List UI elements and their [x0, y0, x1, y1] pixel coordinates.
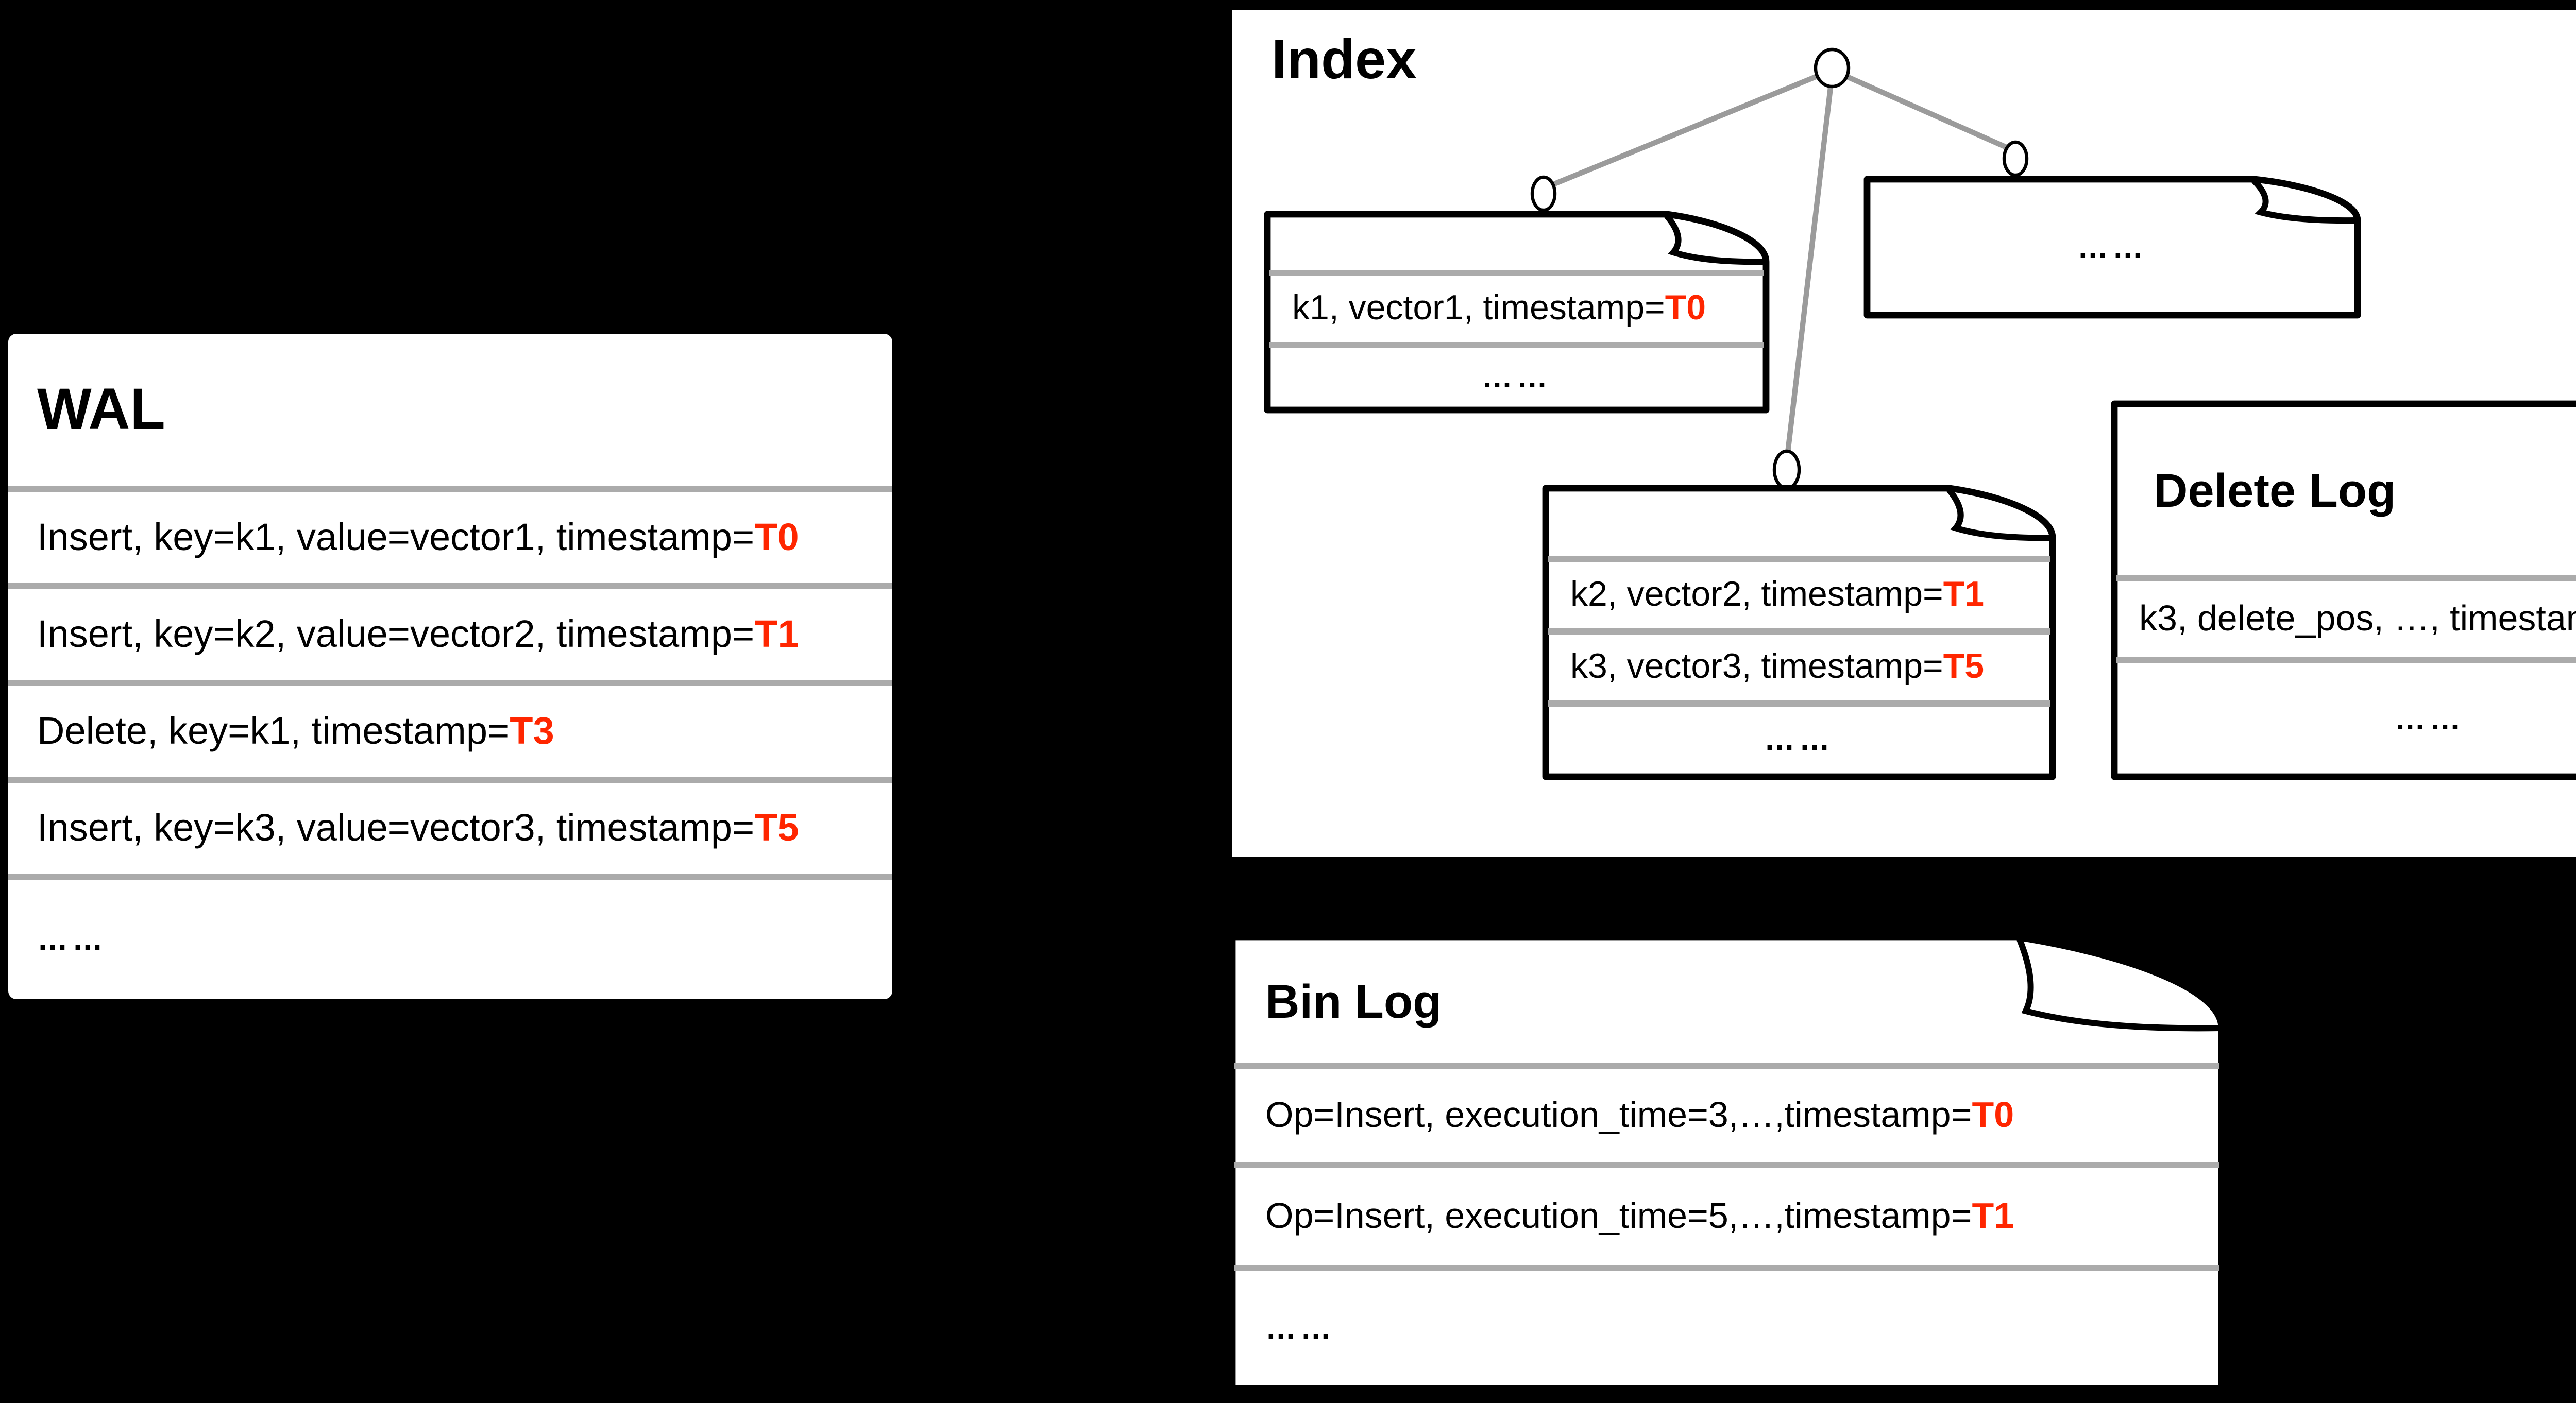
- segment-row: k3, vector3, timestamp=T5: [1548, 635, 2050, 700]
- segment-ellipsis-row: ……: [1482, 361, 1552, 396]
- wal-row: Insert, key=k2, value=vector2, timestamp…: [8, 589, 892, 680]
- wal-ellipsis-row: ……: [37, 922, 107, 957]
- wal-box: WAL Insert, key=k1, value=vector1, times…: [8, 334, 892, 999]
- row-timestamp: T5: [1943, 647, 1985, 686]
- row-timestamp: T0: [1665, 288, 1706, 328]
- folded-corner: [2016, 936, 2223, 1032]
- row-text: Insert, key=k2, value=vector2, timestamp…: [37, 612, 755, 655]
- row-timestamp: T0: [1972, 1094, 2014, 1135]
- folded-corner: [2251, 178, 2359, 224]
- row-divider: [8, 874, 892, 880]
- wal-row: Insert, key=k1, value=vector1, timestamp…: [8, 492, 892, 583]
- row-text: Insert, key=k1, value=vector1, timestamp…: [37, 515, 755, 558]
- row-divider: [8, 777, 892, 783]
- row-timestamp: T1: [1972, 1195, 2014, 1236]
- folded-corner: [1664, 213, 1767, 265]
- row-divider: [1234, 1162, 2219, 1168]
- card-outline: [1863, 176, 2361, 319]
- card-outline: [1264, 211, 1770, 414]
- index-segment-card-other: ……: [1863, 175, 2362, 319]
- row-timestamp: T1: [754, 612, 799, 655]
- row-timestamp: T3: [510, 709, 554, 752]
- bin-log-row: Op=Insert, execution_time=3,…,timestamp=…: [1234, 1069, 2219, 1162]
- bin-log-title: Bin Log: [1265, 973, 1442, 1027]
- folded-corner: [1946, 487, 2054, 541]
- row-text: Op=Insert, execution_time=3,…,timestamp=: [1265, 1094, 1972, 1135]
- row-timestamp: T0: [754, 515, 799, 558]
- row-divider: [8, 486, 892, 492]
- wal-row: Delete, key=k1, timestamp=T3: [8, 686, 892, 777]
- row-divider: [1269, 342, 1764, 348]
- bin-log-row: Op=Insert, execution_time=5,…,timestamp=…: [1234, 1168, 2219, 1265]
- segment-ellipsis-row: ……: [2077, 230, 2147, 265]
- row-divider: [1548, 628, 2050, 635]
- card-outline: [2111, 400, 2576, 780]
- index-segment-card-k2k3: k2, vector2, timestamp=T1 k3, vector3, t…: [1541, 484, 2057, 781]
- row-divider: [8, 583, 892, 589]
- row-timestamp: T5: [754, 806, 799, 849]
- card-blank-band: [1269, 216, 1764, 270]
- bin-log-card: Bin Log Op=Insert, execution_time=3,…,ti…: [1228, 933, 2226, 1393]
- segment-ellipsis-row: ……: [1764, 723, 1834, 758]
- delete-log-ellipsis-row: ……: [2395, 701, 2465, 737]
- row-text: k3, vector3, timestamp=: [1570, 647, 1943, 686]
- row-text: k3, delete_pos, …, timestamp=: [2139, 597, 2576, 639]
- row-divider: [1548, 700, 2050, 707]
- segment-row: k1, vector1, timestamp=T0: [1269, 276, 1764, 342]
- wal-row: Insert, key=k3, value=vector3, timestamp…: [8, 783, 892, 874]
- row-divider: [2116, 575, 2576, 581]
- delete-log-card: Delete Log k3, delete_pos, …, timestamp=…: [2110, 400, 2576, 781]
- bin-log-ellipsis-row: ……: [1265, 1311, 1335, 1346]
- row-divider: [2116, 657, 2576, 663]
- index-segment-card-k1: k1, vector1, timestamp=T0 ……: [1263, 210, 1770, 414]
- row-text: Delete, key=k1, timestamp=: [37, 709, 510, 752]
- wal-title: WAL: [37, 377, 165, 441]
- row-divider: [1234, 1265, 2219, 1271]
- row-divider: [1548, 556, 2050, 562]
- row-text: Op=Insert, execution_time=5,…,timestamp=: [1265, 1195, 1972, 1236]
- row-divider: [1234, 1063, 2219, 1069]
- segment-row: k2, vector2, timestamp=T1: [1548, 562, 2050, 628]
- delete-log-row: k3, delete_pos, …, timestamp=T3: [2116, 581, 2576, 657]
- row-text: k2, vector2, timestamp=: [1570, 575, 1943, 614]
- row-text: Insert, key=k3, value=vector3, timestamp…: [37, 806, 755, 849]
- index-title: Index: [1272, 29, 1417, 91]
- row-timestamp: T1: [1943, 575, 1985, 614]
- card-blank-band: [1548, 490, 2050, 556]
- delete-log-title: Delete Log: [2154, 463, 2396, 516]
- row-divider: [8, 680, 892, 686]
- row-divider: [1269, 270, 1764, 276]
- row-text: k1, vector1, timestamp=: [1292, 288, 1665, 328]
